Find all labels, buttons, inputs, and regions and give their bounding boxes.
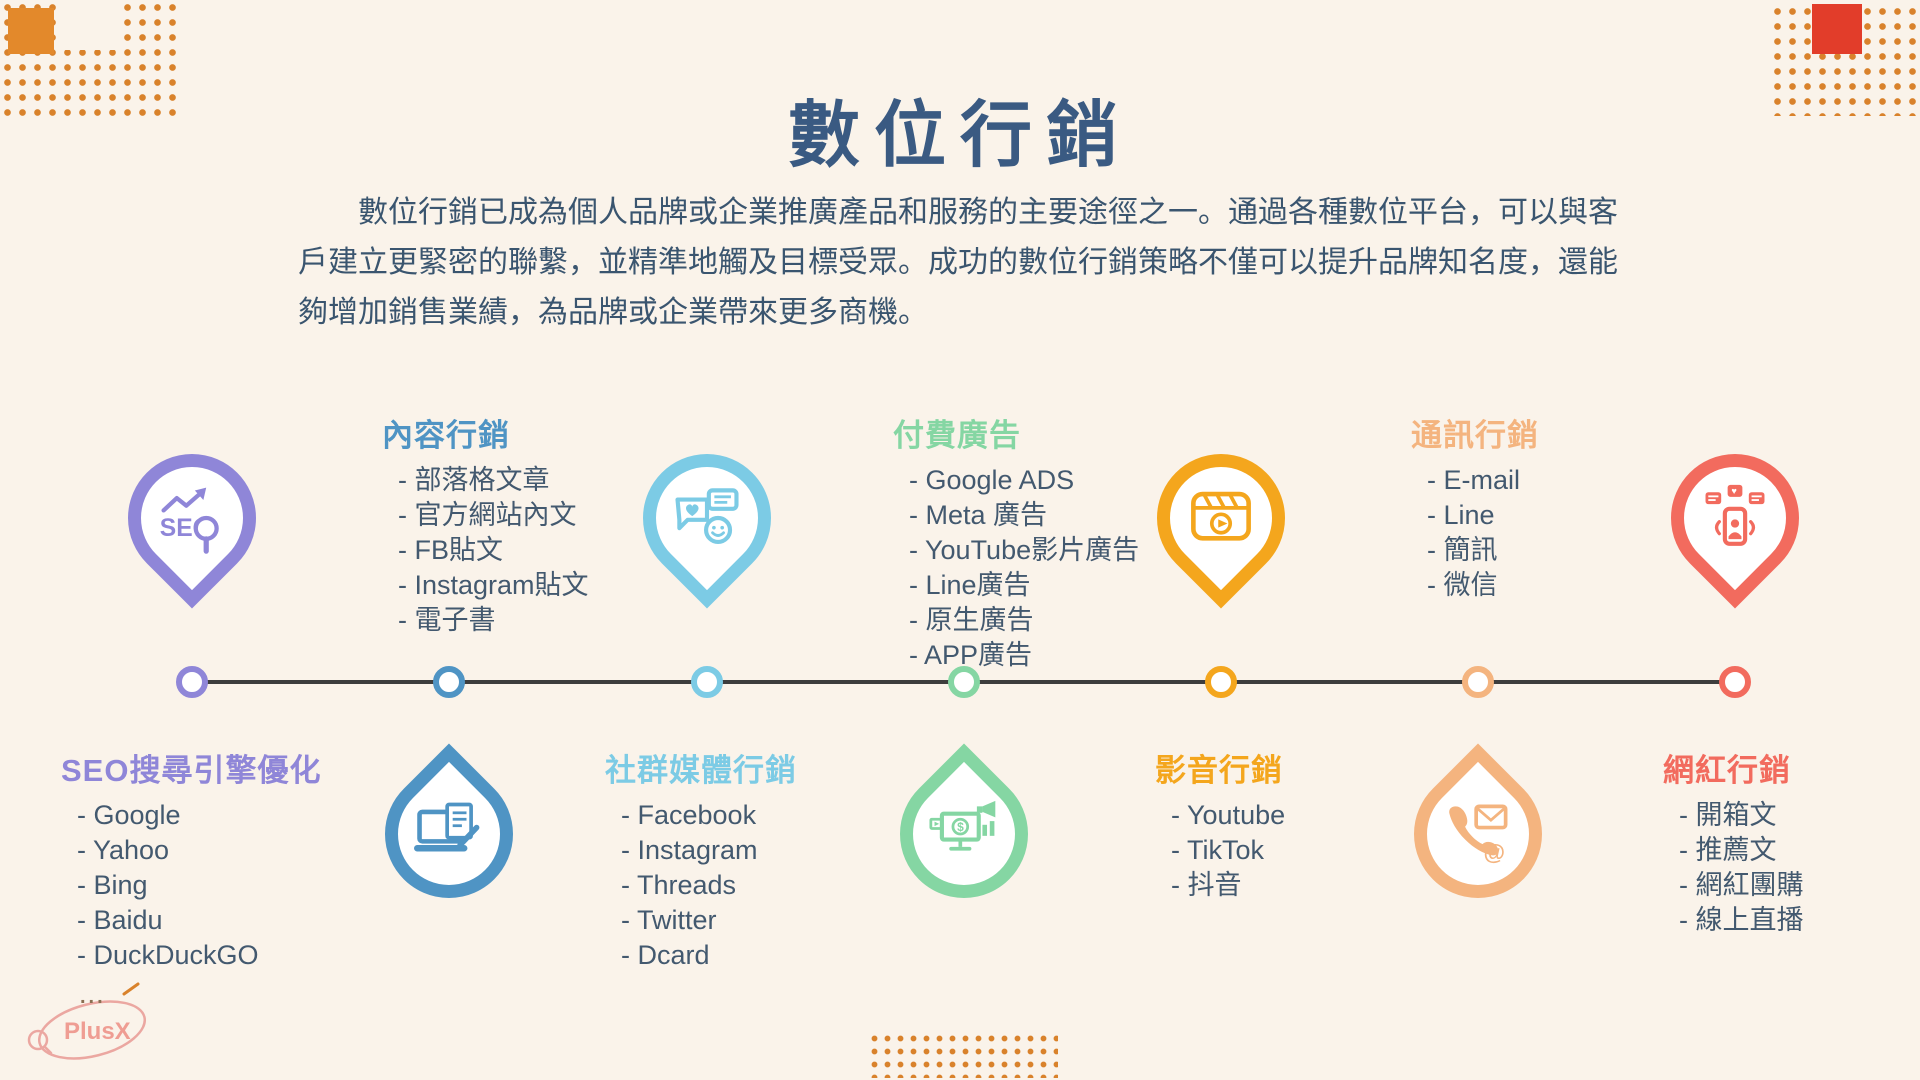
category-title: SEO搜尋引擎優化 <box>61 753 322 788</box>
list-item: - 線上直播 <box>1679 905 1804 935</box>
list-item: - Line廣告 <box>909 570 1031 600</box>
list-item: - Threads <box>621 870 737 900</box>
list-item: - Twitter <box>621 905 717 935</box>
influencer-pin: ♥ <box>1644 427 1826 609</box>
category-social: 社群媒體行銷 - Facebook - Instagram - Threads - T… <box>605 745 797 973</box>
list-item: - FB貼文 <box>398 535 503 565</box>
timeline-node-social <box>691 666 723 698</box>
intro-paragraph: 數位行銷已成為個人品牌或企業推廣產品和服務的主要途徑之一。通過各種數位平台，可以… <box>298 196 1618 329</box>
category-list: - Google - Yahoo - Bing - Baidu - DuckDuckGO <box>61 798 321 973</box>
page-title: 數位行銷 <box>787 96 1132 176</box>
list-item: - 部落格文章 <box>398 465 550 495</box>
at-glyph: @ <box>1484 840 1506 865</box>
dot-grid-bottom-center <box>868 1032 1058 1078</box>
list-item: - Dcard <box>621 940 710 970</box>
list-item: - Instagram <box>621 835 758 865</box>
category-list: - 開箱文 - 推薦文 - 網紅團購 - 線上直播 <box>1663 798 1804 938</box>
phone-mail-icon: @ <box>1427 783 1529 885</box>
plusx-logo: ... PlusX <box>20 976 172 1076</box>
heart-glyph: ♥ <box>1731 486 1736 496</box>
category-list: - 部落格文章 - 官方網站內文 - FB貼文 - Instagram貼文 - 電子書 <box>382 463 589 638</box>
category-list: - E-mail - Line - 簡訊 - 微信 <box>1411 463 1539 603</box>
category-title: 社群媒體行銷 <box>605 753 797 788</box>
timeline-node-influencer <box>1719 666 1751 698</box>
category-title: 付費廣告 <box>893 418 1021 453</box>
timeline-node-content <box>433 666 465 698</box>
timeline-node-video <box>1205 666 1237 698</box>
category-list: - Google ADS - Meta 廣告 - YouTube影片廣告 - Line… <box>893 463 1139 673</box>
social-pin <box>616 427 798 609</box>
category-seo: SEO搜尋引擎優化 - Google- Yahoo- Bing- Baidu- … <box>61 745 321 973</box>
list-item: - DuckDuckGO <box>77 940 259 970</box>
category-title: 網紅行銷 <box>1663 753 1791 788</box>
category-title: 內容行銷 <box>382 418 510 453</box>
list-item: - APP廣告 <box>909 640 1033 670</box>
list-item: - YouTube影片廣告 <box>909 535 1140 565</box>
chat-bubbles-icon <box>656 467 758 569</box>
corner-square-top-left <box>8 8 54 54</box>
category-influencer: 網紅行銷 - 開箱文 - 推薦文 - 網紅團購 - 線上直播 <box>1663 745 1804 938</box>
list-item: - Facebook <box>621 800 757 830</box>
corner-square-top-right <box>1812 4 1862 54</box>
list-item: - 抖音 <box>1171 870 1242 900</box>
list-item: - 電子書 <box>398 605 496 635</box>
list-item: - 網紅團購 <box>1679 870 1804 900</box>
video-clapper-icon <box>1170 467 1272 569</box>
list-item: - 官方網站內文 <box>398 500 577 530</box>
logo-ellipse-icon <box>27 982 147 1060</box>
category-paid-ads: 付費廣告 - Google ADS- Meta 廣告- YouTube影片廣告-… <box>893 410 1139 673</box>
logo-dots: ... <box>80 986 106 1008</box>
messaging-drop: @ <box>1387 743 1569 925</box>
timeline-node-seo <box>176 666 208 698</box>
category-title: 通訊行銷 <box>1411 418 1539 453</box>
influencer-phone-icon: ♥ <box>1684 467 1786 569</box>
content-drop <box>358 743 540 925</box>
list-item: - 微信 <box>1427 570 1498 600</box>
list-item: - 推薦文 <box>1679 835 1777 865</box>
category-content: 內容行銷 - 部落格文章- 官方網站內文- FB貼文- Instagram貼文-… <box>382 410 589 638</box>
list-item: - Meta 廣告 <box>909 500 1048 530</box>
logo-text: PlusX <box>64 1018 131 1045</box>
category-video: 影音行銷 - Youtube - TikTok - 抖音 <box>1155 745 1285 903</box>
category-title: 影音行銷 <box>1155 753 1283 788</box>
video-pin <box>1130 427 1312 609</box>
list-item: - 原生廣告 <box>909 605 1034 635</box>
list-item: - Baidu <box>77 905 163 935</box>
timeline-node-messaging <box>1462 666 1494 698</box>
list-item: - Youtube <box>1171 800 1286 830</box>
list-item: - E-mail <box>1427 465 1520 495</box>
list-item: - Google <box>77 800 181 830</box>
paid-ads-drop: $ <box>873 743 1055 925</box>
list-item: - 簡訊 <box>1427 535 1498 565</box>
list-item: - Instagram貼文 <box>398 570 589 600</box>
list-item: - Google ADS <box>909 465 1075 495</box>
list-item: - 開箱文 <box>1679 800 1777 830</box>
laptop-writing-icon <box>398 783 500 885</box>
list-item: - TikTok <box>1171 835 1265 865</box>
category-list: - Youtube - TikTok - 抖音 <box>1155 798 1285 903</box>
seo-pin: SEO <box>101 427 283 609</box>
dot-grid-notch <box>64 0 122 50</box>
list-item: - Bing <box>77 870 148 900</box>
timeline-node-paid <box>948 666 980 698</box>
list-item: - Line <box>1427 500 1495 530</box>
category-messaging: 通訊行銷 - E-mail - Line - 簡訊 - 微信 <box>1411 410 1539 603</box>
category-list: - Facebook - Instagram - Threads - Twitter -… <box>605 798 797 973</box>
seo-search-icon: SEO <box>141 467 243 569</box>
list-item: - Yahoo <box>77 835 170 865</box>
dollar-glyph: $ <box>957 820 964 834</box>
ads-money-icon: $ <box>913 783 1015 885</box>
